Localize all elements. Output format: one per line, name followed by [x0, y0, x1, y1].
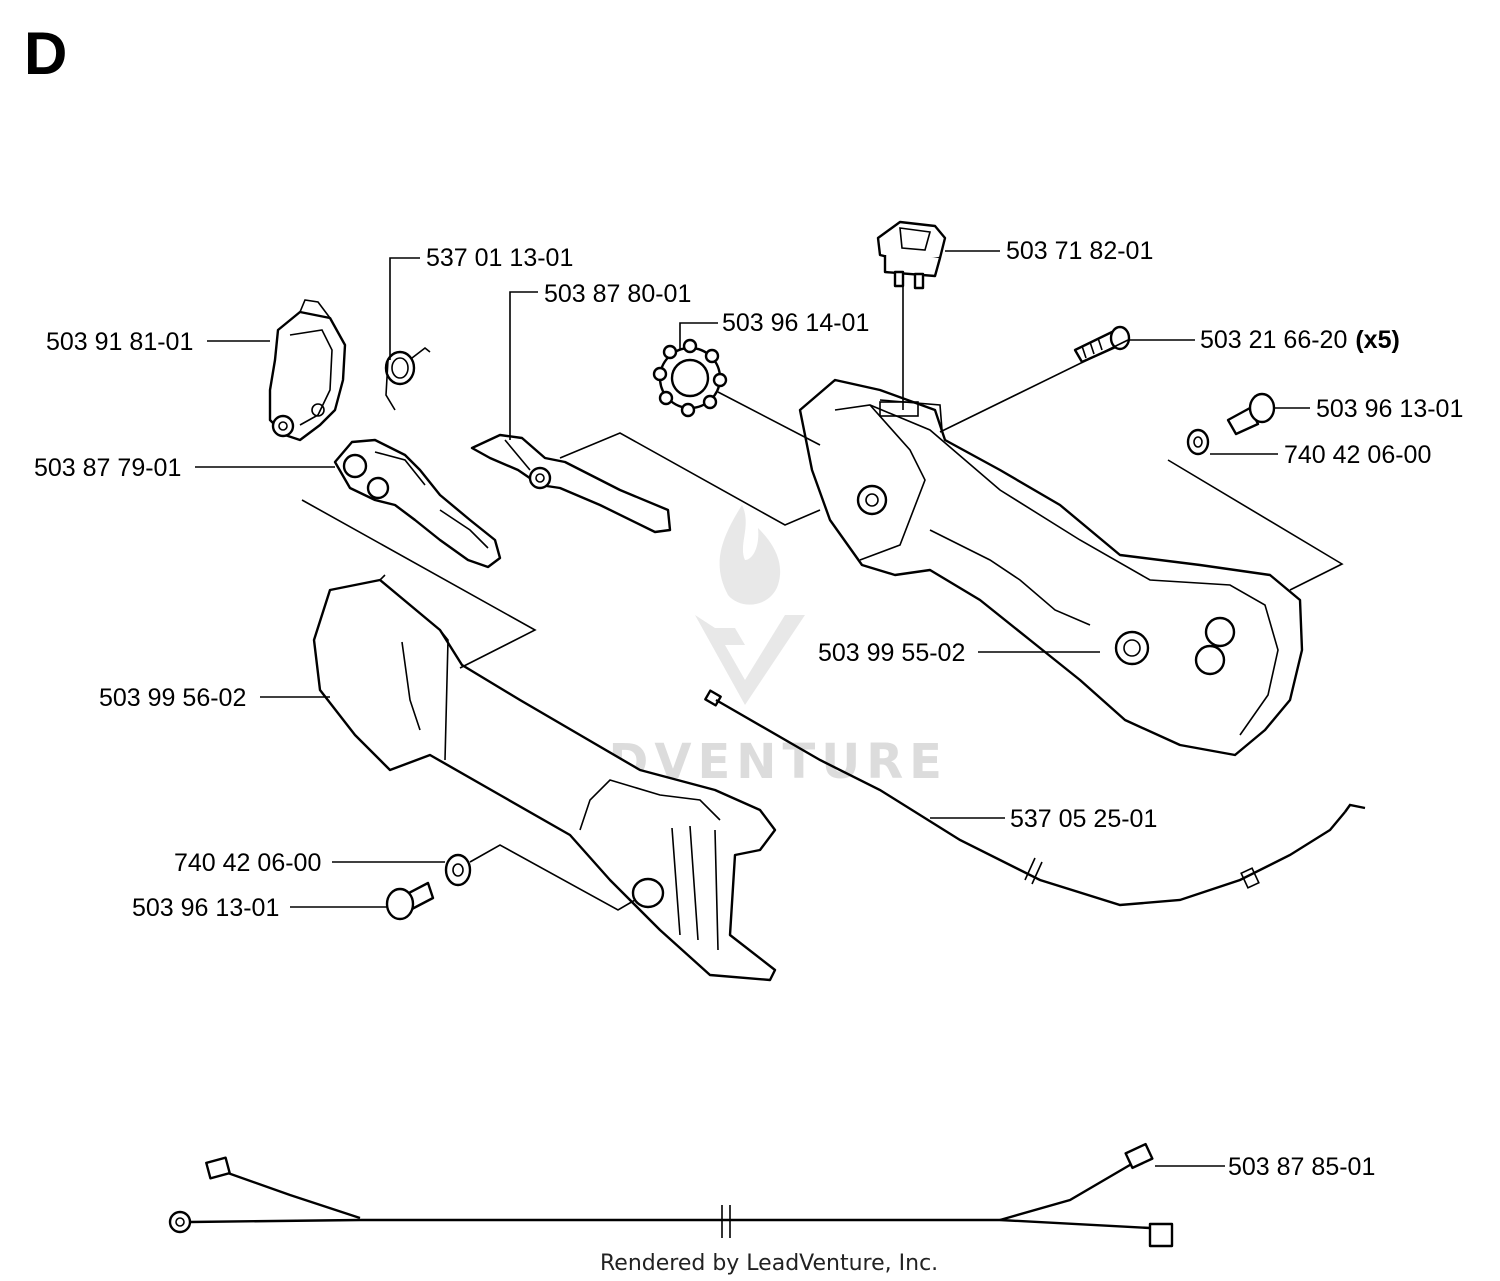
- part-washer-bottom[interactable]: [444, 853, 472, 887]
- callout-537-01-13-01[interactable]: 537 01 13-01: [426, 244, 573, 272]
- leader-lines: [195, 250, 1344, 1167]
- part-bolt-bottom[interactable]: [385, 881, 435, 921]
- callout-503-96-13-01-top[interactable]: 503 96 13-01: [1316, 395, 1463, 423]
- callout-503-99-56-02[interactable]: 503 99 56-02: [99, 684, 246, 712]
- callout-503-99-55-02[interactable]: 503 99 55-02: [818, 639, 965, 667]
- part-switch[interactable]: [876, 220, 947, 290]
- callout-740-42-06-00-top[interactable]: 740 42 06-00: [1284, 441, 1431, 469]
- part-throttle-bracket[interactable]: [268, 299, 347, 442]
- part-lever[interactable]: [470, 433, 672, 534]
- callout-503-71-82-01[interactable]: 503 71 82-01: [1006, 237, 1153, 265]
- section-letter: D: [24, 20, 67, 87]
- part-grommet[interactable]: [652, 338, 728, 418]
- part-throttle-trigger[interactable]: [333, 438, 502, 569]
- part-lower-handle[interactable]: [312, 574, 777, 982]
- callout-503-96-14-01[interactable]: 503 96 14-01: [722, 309, 869, 337]
- part-spring[interactable]: [384, 346, 431, 411]
- part-throttle-cable[interactable]: [704, 689, 1366, 907]
- callout-503-87-80-01[interactable]: 503 87 80-01: [544, 280, 691, 308]
- part-upper-handle[interactable]: [798, 378, 1304, 757]
- callout-503-87-79-01[interactable]: 503 87 79-01: [34, 454, 181, 482]
- part-screw-x5[interactable]: [1073, 325, 1131, 364]
- callout-503-21-66-20-qty: (x5): [1355, 326, 1399, 354]
- callout-503-87-85-01[interactable]: 503 87 85-01: [1228, 1153, 1375, 1181]
- part-bolt-top[interactable]: [1226, 392, 1276, 436]
- callout-503-21-66-20[interactable]: 503 21 66-20 (x5): [1200, 326, 1400, 354]
- callout-labels: 537 01 13-01 503 87 80-01 503 91 81-01 5…: [34, 237, 1463, 1181]
- footer-credit: Rendered by LeadVenture, Inc.: [600, 1251, 938, 1276]
- callout-537-05-25-01[interactable]: 537 05 25-01: [1010, 805, 1157, 833]
- callout-740-42-06-00-bottom[interactable]: 740 42 06-00: [174, 849, 321, 877]
- part-wire-harness[interactable]: [168, 1142, 1174, 1248]
- part-washer-top[interactable]: [1186, 428, 1210, 456]
- callout-503-21-66-20-number: 503 21 66-20: [1200, 326, 1347, 354]
- callout-503-91-81-01[interactable]: 503 91 81-01: [46, 328, 193, 356]
- callout-503-96-13-01-bottom[interactable]: 503 96 13-01: [132, 894, 279, 922]
